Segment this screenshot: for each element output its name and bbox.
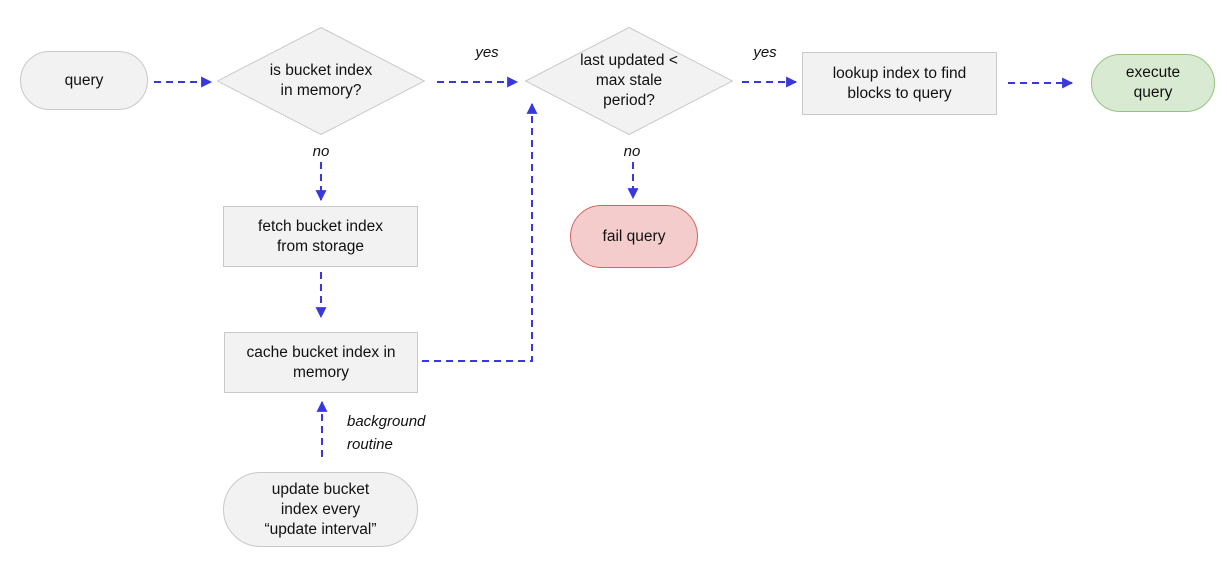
edge-label-stale-yes: yes bbox=[753, 44, 777, 61]
node-fetch-bucket-index: fetch bucket index from storage bbox=[223, 206, 418, 267]
node-query-label: query bbox=[64, 71, 104, 89]
edge-cache-to-stale-check bbox=[422, 102, 538, 362]
node-update-bucket-index: update bucket index every “update interv… bbox=[223, 472, 418, 547]
diamond-shape bbox=[525, 27, 733, 135]
edge-label-memory-no: no bbox=[312, 143, 330, 160]
node-query: query bbox=[20, 51, 148, 110]
node-execute-query-label: execute query bbox=[1125, 64, 1181, 101]
edge-label-stale-no: no bbox=[623, 143, 641, 160]
node-execute-query: execute query bbox=[1091, 54, 1215, 112]
node-fail-query-label: fail query bbox=[602, 227, 666, 245]
node-update-bucket-index-label: update bucket index every “update interv… bbox=[264, 480, 377, 538]
decision-stale-check: last updated < max stale period? bbox=[525, 27, 733, 135]
node-cache-bucket-index-label: cache bucket index in memory bbox=[246, 343, 396, 381]
node-lookup-index: lookup index to find blocks to query bbox=[802, 52, 997, 115]
edge-label-background-routine: background routine bbox=[347, 413, 426, 453]
node-fetch-bucket-index-label: fetch bucket index from storage bbox=[258, 217, 383, 255]
diamond-shape bbox=[217, 27, 425, 135]
decision-memory-check: is bucket index in memory? bbox=[217, 27, 425, 135]
node-fail-query: fail query bbox=[570, 205, 698, 268]
node-lookup-index-label: lookup index to find blocks to query bbox=[832, 64, 967, 102]
edge-label-memory-yes: yes bbox=[475, 44, 499, 61]
decision-stale-check-label: last updated < max stale period? bbox=[580, 52, 678, 109]
node-cache-bucket-index: cache bucket index in memory bbox=[224, 332, 418, 393]
decision-memory-check-label: is bucket index in memory? bbox=[269, 62, 373, 99]
